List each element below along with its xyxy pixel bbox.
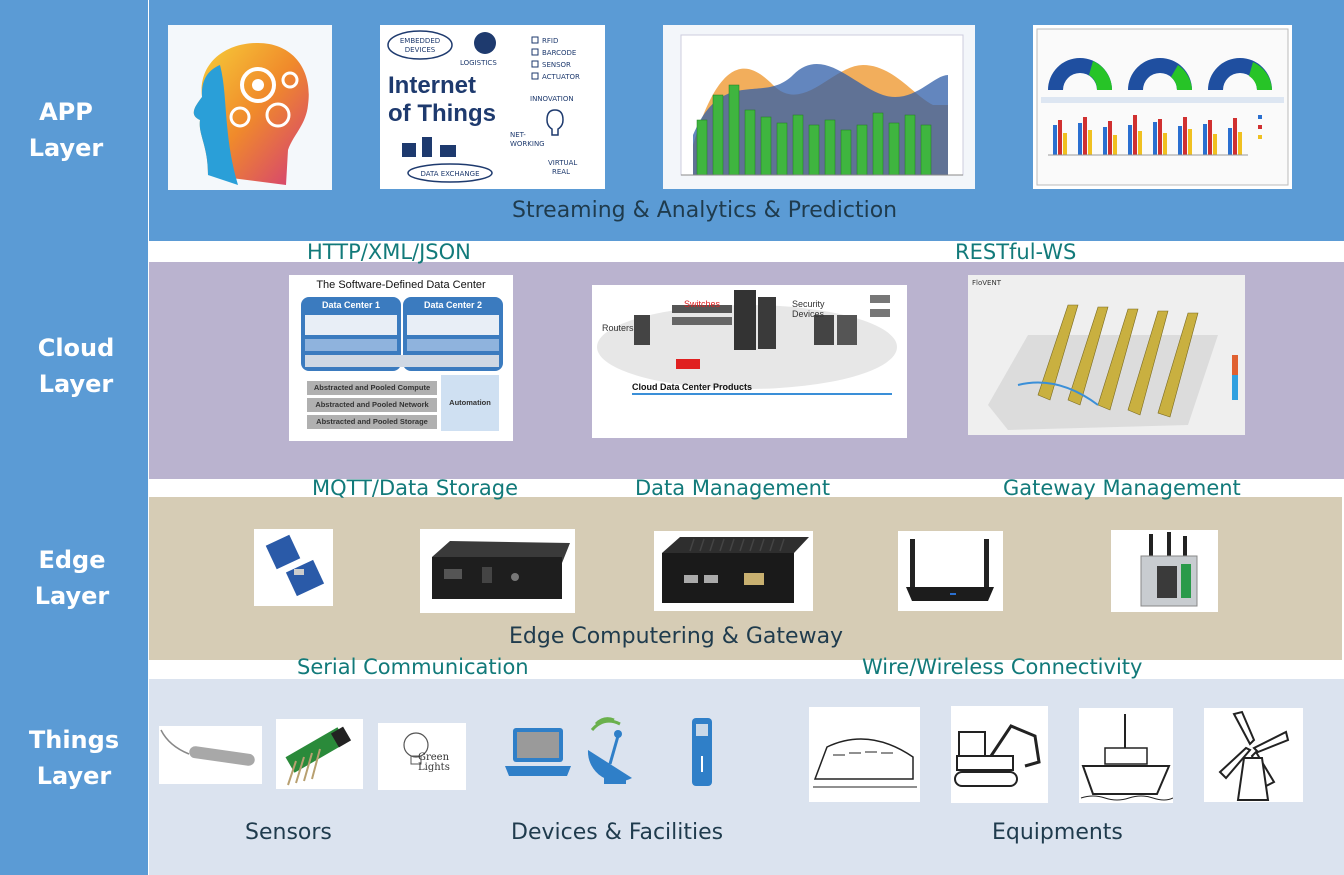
- green-lights-bulb-image: Green Lights: [378, 723, 466, 790]
- cloud-products-title: Cloud Data Center Products: [632, 382, 753, 392]
- equipments-caption: Equipments: [992, 820, 1123, 845]
- internet-of-things-sketch: EMBEDDED DEVICES LOGISTICS RFID BARCODE …: [380, 25, 605, 189]
- data-center-2-label: Data Center 2: [423, 300, 483, 310]
- svg-text:DEVICES: DEVICES: [405, 46, 436, 54]
- green-lights-label: Green Lights: [418, 752, 450, 773]
- satellite-dish-icon: [582, 712, 645, 787]
- svg-text:DATA EXCHANGE: DATA EXCHANGE: [421, 170, 480, 178]
- sensors-caption: Sensors: [245, 820, 332, 845]
- sddc-title: The Software-Defined Data Center: [316, 279, 486, 291]
- cloud-data-center-products-image: Routers Switches Security Devices Cloud …: [592, 285, 907, 438]
- layer-sidebar: [0, 0, 148, 875]
- ai-head-image: [168, 25, 332, 190]
- svg-text:LOGISTICS: LOGISTICS: [460, 59, 497, 67]
- routers-label: Routers: [602, 323, 634, 333]
- dc1-vm-strip: [305, 339, 397, 351]
- sddc-services-strip: [305, 355, 499, 367]
- protocol-restful-ws: RESTful-WS: [955, 240, 1077, 264]
- humidity-sensor-image: [276, 719, 363, 789]
- svg-text:FloVENT: FloVENT: [972, 279, 1002, 287]
- svg-text:VIRTUAL: VIRTUAL: [548, 159, 577, 167]
- ship-image: [1079, 708, 1173, 803]
- svg-text:EMBEDDED: EMBEDDED: [400, 37, 440, 45]
- flovent-datacenter-simulation-image: FloVENT: [968, 275, 1245, 435]
- protocol-http-xml-json: HTTP/XML/JSON: [307, 240, 471, 264]
- high-speed-train-image: [809, 707, 920, 802]
- svg-text:Internet: Internet: [388, 72, 476, 99]
- svg-text:BARCODE: BARCODE: [542, 49, 576, 57]
- protocol-gateway-management: Gateway Management: [1003, 476, 1241, 500]
- xbee-module-image: [254, 529, 333, 606]
- svg-text:of Things: of Things: [388, 100, 496, 127]
- pooled-compute-bar: Abstracted and Pooled Compute: [307, 381, 437, 395]
- edge-computer-box-image: [420, 529, 575, 613]
- protocol-data-management: Data Management: [635, 476, 831, 500]
- switches-label: Switches: [684, 299, 721, 309]
- laptop-icon: [503, 722, 573, 782]
- dc1-apps-strip: [305, 315, 397, 335]
- windmill-image: [1204, 708, 1303, 802]
- fanless-pc-image: [654, 531, 813, 611]
- dc2-apps-strip: [407, 315, 499, 335]
- automation-box: Automation: [441, 375, 499, 431]
- security-devices-label: Security Devices: [792, 299, 825, 319]
- software-defined-data-center-image: The Software-Defined Data Center Data Ce…: [289, 275, 513, 441]
- cylindrical-sensor-image: [159, 726, 262, 784]
- wifi-router-image: [898, 531, 1003, 611]
- analytics-area-chart: [663, 25, 975, 189]
- app-layer-caption: Streaming & Analytics & Prediction: [512, 198, 898, 223]
- devices-facilities-caption: Devices & Facilities: [511, 820, 724, 845]
- dc2-vm-strip: [407, 339, 499, 351]
- data-center-1-label: Data Center 1: [321, 300, 381, 310]
- app-layer-label: APP Layer: [28, 98, 104, 162]
- svg-text:WORKING: WORKING: [510, 140, 545, 148]
- excavator-image: [951, 706, 1048, 803]
- edge-layer-label: Edge Layer: [34, 546, 110, 610]
- protocol-wire-wireless-connectivity: Wire/Wireless Connectivity: [862, 655, 1143, 679]
- things-layer-label: Things Layer: [28, 726, 120, 790]
- pooled-storage-bar: Abstracted and Pooled Storage: [307, 415, 437, 429]
- svg-text:REAL: REAL: [552, 168, 570, 176]
- svg-text:ACTUATOR: ACTUATOR: [542, 73, 580, 81]
- svg-text:NET-: NET-: [510, 131, 526, 139]
- svg-text:RFID: RFID: [542, 37, 558, 45]
- smart-meter-icon: [690, 716, 714, 788]
- industrial-gateway-image: [1111, 530, 1218, 612]
- dashboard-gauges-chart: [1033, 25, 1292, 189]
- svg-text:INNOVATION: INNOVATION: [530, 95, 574, 103]
- cloud-layer-label: Cloud Layer: [37, 334, 115, 398]
- edge-layer-caption: Edge Computering & Gateway: [509, 624, 844, 649]
- protocol-serial-communication: Serial Communication: [297, 655, 529, 679]
- protocol-mqtt-data-storage: MQTT/Data Storage: [312, 476, 518, 500]
- pooled-network-bar: Abstracted and Pooled Network: [307, 398, 437, 412]
- svg-text:SENSOR: SENSOR: [542, 61, 571, 69]
